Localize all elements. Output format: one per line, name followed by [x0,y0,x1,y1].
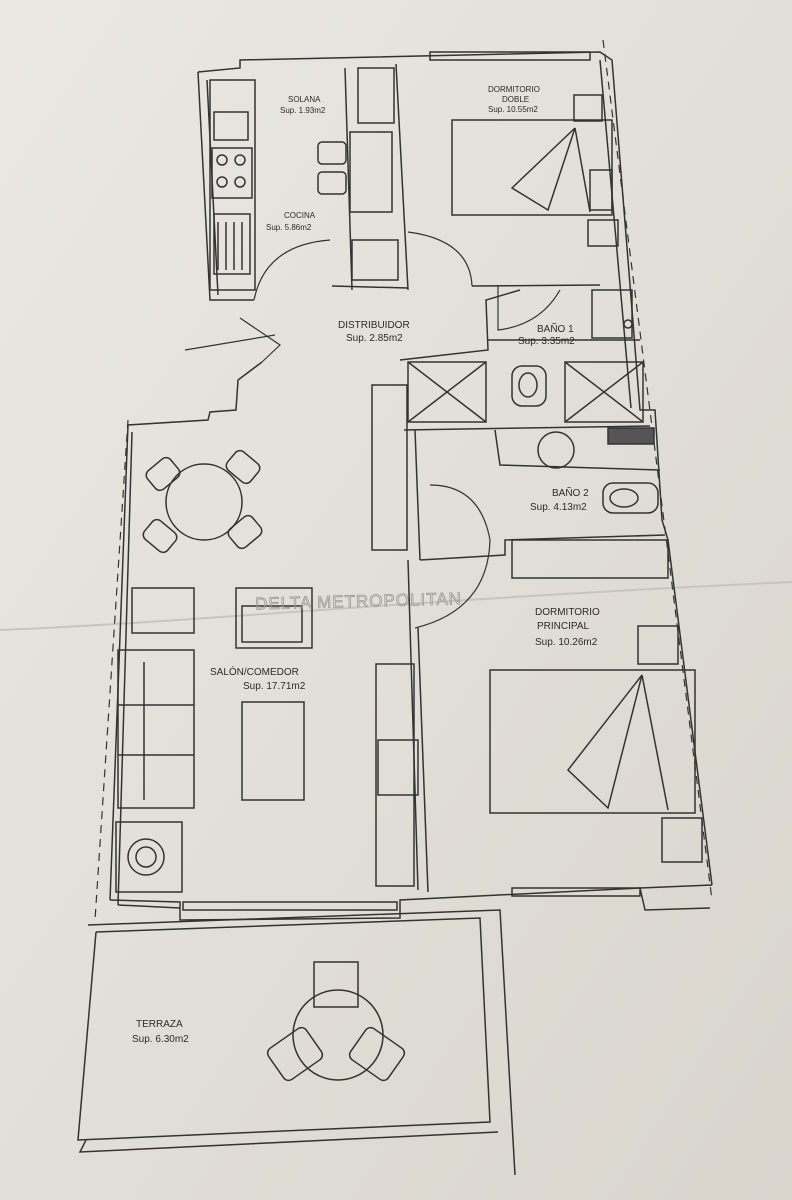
bathroom-1-fixtures [511,289,633,407]
label-bano1-name: BAÑO 1 [537,322,574,335]
interior-walls [331,63,669,893]
label-salon-name: SALÓN/COMEDOR [210,665,299,678]
label-cocina-area: Sup. 5.86m2 [266,223,312,232]
principal-bed [489,625,703,863]
terrace [77,909,516,1176]
label-distribuidor-name: DISTRIBUIDOR [338,320,410,331]
bathroom-2-fixtures [494,427,661,514]
label-dorm-principal-name2: PRINCIPAL [537,621,589,632]
label-dorm-principal-name: DORMITORIO [535,607,600,618]
label-bano2-name: BAÑO 2 [552,486,589,499]
label-solana-name: SOLANA [288,95,321,104]
label-dorm-doble-area: Sup. 10.55m2 [488,105,538,114]
label-distribuidor-area: Sup. 2.85m2 [346,333,403,344]
living-furniture [115,384,419,893]
dining-set [142,449,263,554]
label-terraza-area: Sup. 6.30m2 [132,1034,189,1045]
door-swings [184,231,561,629]
kitchen-counter [209,67,399,291]
label-bano2-area: Sup. 4.13m2 [530,502,587,513]
label-solana-area: Sup. 1.93m2 [280,106,326,115]
double-bed [451,94,619,247]
label-dorm-doble-name: DORMITORIO [488,85,540,94]
label-dorm-doble-name2: DOBLE [502,95,529,104]
paper-fold [0,581,792,631]
label-dorm-principal-area: Sup. 10.26m2 [535,637,598,648]
label-terraza-name: TERRAZA [136,1019,183,1030]
label-salon-area: Sup. 17.71m2 [243,681,306,692]
label-cocina-name: COCINA [284,211,316,220]
label-bano1-area: Sup. 3.35m2 [518,336,575,347]
room-labels: SOLANA Sup. 1.93m2 DORMITORIO DOBLE Sup.… [132,85,600,1045]
outer-walls [109,51,713,921]
